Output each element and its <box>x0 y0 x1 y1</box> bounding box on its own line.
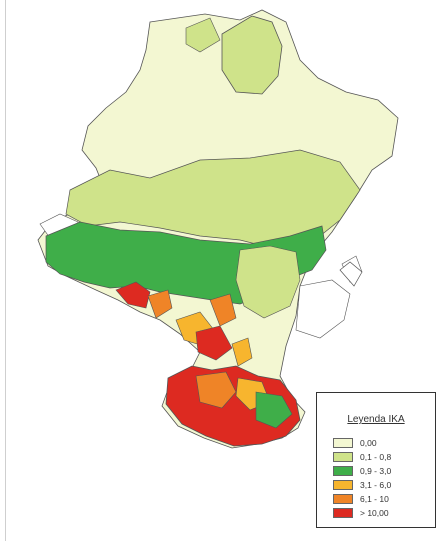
zone-white-east <box>295 279 351 339</box>
zone-yellow-mid <box>231 337 253 367</box>
legend-label: > 10,00 <box>360 508 389 518</box>
zone-southern-green <box>255 391 293 429</box>
legend-label: 3,1 - 6,0 <box>360 480 392 490</box>
zone-upper-left <box>185 17 221 53</box>
legend-swatch <box>333 466 353 476</box>
legend-title: Leyenda IKA <box>347 414 405 425</box>
zone-orange-mid <box>209 293 237 327</box>
zone-orange-west <box>147 289 173 319</box>
zone-red-south <box>195 325 233 361</box>
legend-label: 0,00 <box>360 438 377 448</box>
zone-enclave <box>339 261 363 287</box>
zone-mid-band <box>65 149 361 251</box>
legend-swatch <box>333 438 353 448</box>
legend-label: 0,9 - 3,0 <box>360 466 392 476</box>
legend-swatch <box>333 508 353 518</box>
zone-red-west <box>115 281 151 309</box>
zone-green-east <box>235 245 301 319</box>
legend-swatch <box>333 452 353 462</box>
left-border-line <box>5 0 6 541</box>
map-legend: Leyenda IKA 0,00 0,1 - 0,8 0,9 - 3,0 3,1… <box>316 392 436 528</box>
legend-label: 0,1 - 0,8 <box>360 452 392 462</box>
legend-swatch <box>333 494 353 504</box>
zone-southern-orange <box>195 371 237 409</box>
legend-label: 6,1 - 10 <box>360 494 389 504</box>
legend-swatch <box>333 480 353 490</box>
zone-upper-right <box>221 15 283 95</box>
